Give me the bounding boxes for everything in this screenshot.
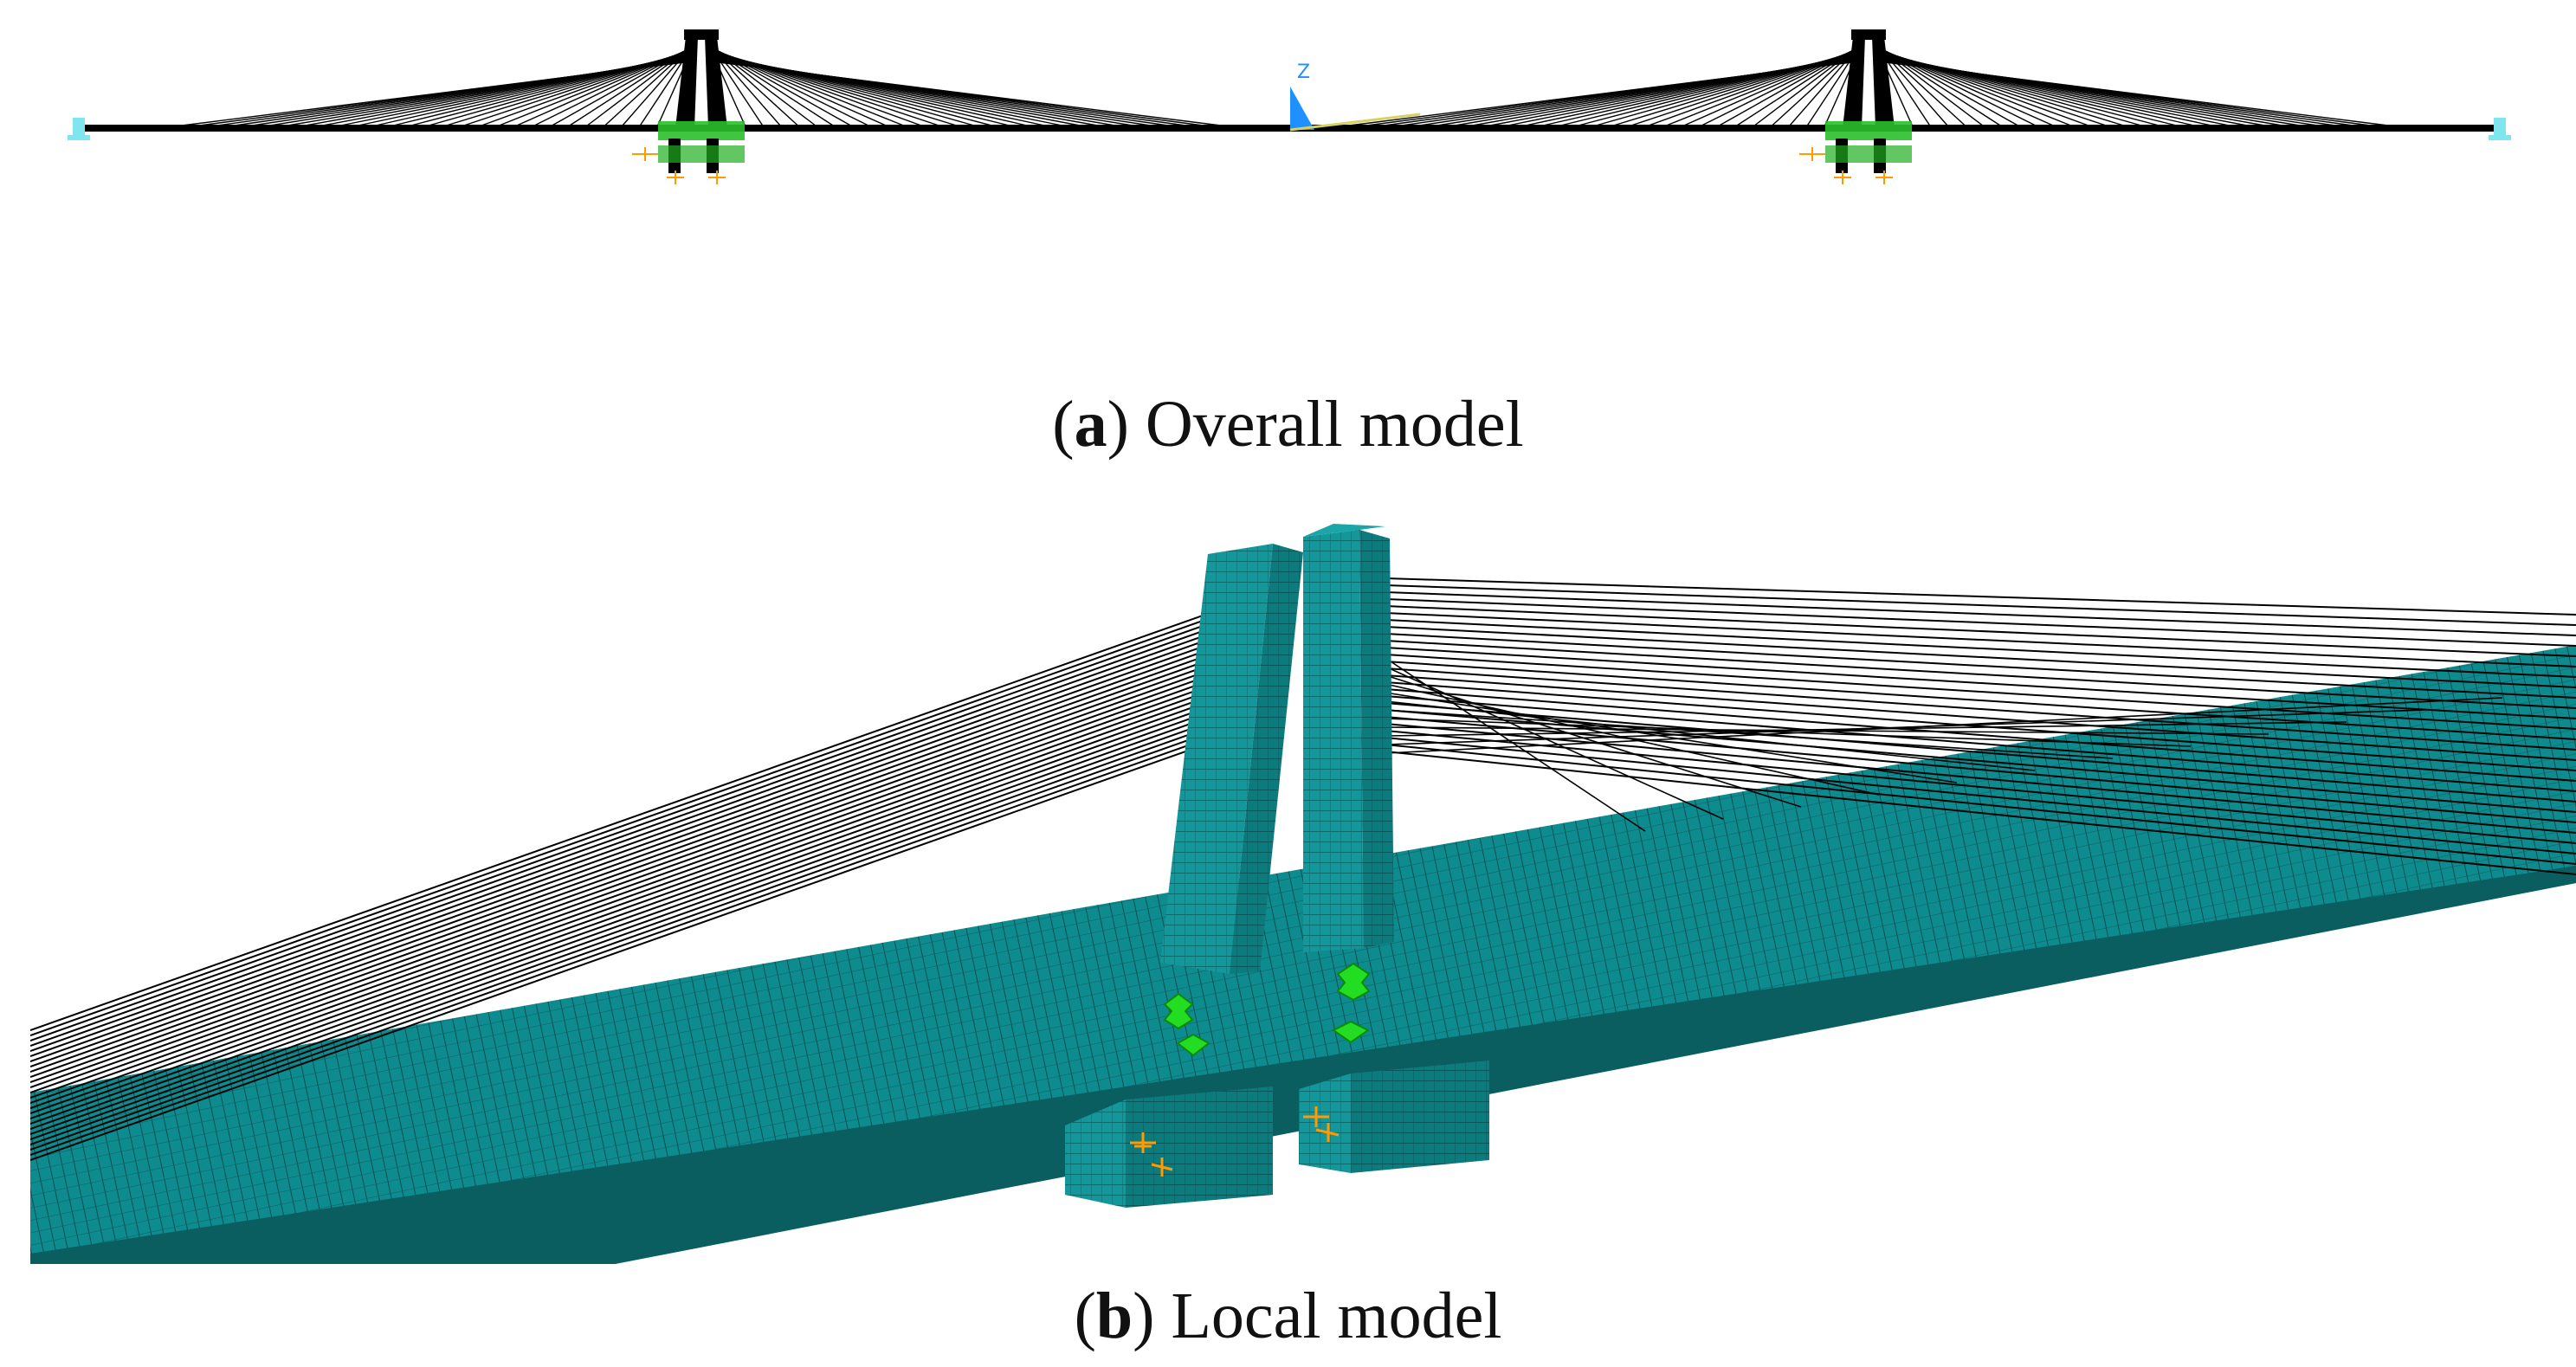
stay-cable xyxy=(1385,692,1958,783)
stay-cable xyxy=(30,652,1230,1078)
stay-cable xyxy=(1385,688,2576,782)
pylon-leg xyxy=(705,36,727,128)
stay-cable xyxy=(1385,667,2576,751)
stay-cable xyxy=(1385,697,2503,754)
support-block xyxy=(658,145,745,163)
stay-cable xyxy=(181,60,697,126)
stay-cable xyxy=(30,693,1230,1119)
stay-cable xyxy=(30,704,1230,1130)
stay-cable xyxy=(1385,702,2576,803)
stay-cable xyxy=(30,636,1230,1062)
stay-cable xyxy=(1348,60,1864,126)
stay-cable xyxy=(30,631,1230,1057)
stay-cable xyxy=(1385,695,2576,792)
constraint-mark xyxy=(1799,147,1825,161)
stay-cable xyxy=(1385,674,1802,808)
stay-cable xyxy=(1385,730,2576,844)
pylon-right-leg xyxy=(1303,524,1394,952)
stay-cable xyxy=(1385,633,2576,699)
caption-local-model: (b) Local model xyxy=(1074,1280,1502,1352)
stay-cable xyxy=(30,626,1230,1052)
stay-cable xyxy=(1873,60,2389,126)
local-model-drawing xyxy=(30,524,2576,1264)
stay-cable xyxy=(1385,744,2576,865)
stay-cable xyxy=(30,616,1230,1041)
stay-cable xyxy=(30,647,1230,1073)
stay-cable xyxy=(1385,709,2114,759)
stay-cable xyxy=(1385,640,2576,709)
pylon-leg xyxy=(1843,36,1865,128)
pier-constraints xyxy=(1130,1106,1340,1177)
stay-cable xyxy=(30,699,1230,1125)
pylons-overall xyxy=(632,29,1912,184)
bearing-supports xyxy=(1163,962,1371,1057)
stay-cable xyxy=(1385,751,2576,875)
stay-cable xyxy=(30,735,1230,1161)
stay-cable xyxy=(706,60,1222,126)
stay-cable xyxy=(30,678,1230,1104)
stay-cable xyxy=(1385,737,2576,854)
stay-cable xyxy=(1385,612,2576,667)
stay-cable xyxy=(1385,723,2576,834)
stay-cable xyxy=(1385,584,2576,626)
stay-cable xyxy=(30,714,1230,1140)
stay-cable xyxy=(30,730,1230,1156)
stay-cable xyxy=(1385,681,2576,771)
stay-cable xyxy=(30,683,1230,1109)
stay-cable xyxy=(30,621,1230,1047)
stay-cable xyxy=(1385,598,2576,647)
stay-cable xyxy=(30,725,1230,1151)
stay-cable xyxy=(1385,709,2576,813)
stay-cables-overall xyxy=(181,39,2389,126)
support-block xyxy=(1825,121,1912,140)
pylon-leg xyxy=(675,36,698,128)
stay-cable xyxy=(30,688,1230,1114)
stay-cable xyxy=(1385,683,1880,796)
stay-cable xyxy=(30,719,1230,1145)
constraint-mark xyxy=(1834,171,1893,184)
stay-cable xyxy=(1385,666,1724,820)
pier-left xyxy=(1065,1087,1273,1208)
constraint-mark xyxy=(667,171,726,184)
pier-right xyxy=(1299,1061,1489,1173)
stay-cable xyxy=(30,673,1230,1099)
caption-overall-model: (a) Overall model xyxy=(1052,388,1524,461)
stay-cable xyxy=(1385,591,2576,636)
stay-cables-local xyxy=(30,577,2576,1161)
stay-cable xyxy=(30,667,1230,1093)
coordinate-triad: Z xyxy=(1289,61,1421,132)
stay-cable xyxy=(1385,605,2576,657)
stay-cable xyxy=(30,642,1230,1067)
stay-cable xyxy=(30,605,1230,1031)
deck-edge xyxy=(30,866,2576,1264)
constraint-mark xyxy=(632,147,658,161)
stay-cable xyxy=(1385,619,2576,678)
stay-cable xyxy=(30,657,1230,1083)
stay-cable xyxy=(30,662,1230,1088)
stay-cable xyxy=(1385,647,2576,719)
stay-cable xyxy=(1385,700,2036,771)
stay-cable xyxy=(1385,716,2576,823)
support-block xyxy=(658,121,745,140)
constraint-marks xyxy=(632,147,726,184)
pylon-left-leg xyxy=(1160,544,1303,974)
stay-cable xyxy=(1385,674,2576,761)
right-end-support xyxy=(2489,118,2511,140)
stay-cable xyxy=(1385,577,2576,616)
stay-cable xyxy=(30,610,1230,1036)
overall-model-drawing: Z xyxy=(68,29,2511,184)
stay-cable xyxy=(1385,661,2576,740)
pylon-leg xyxy=(1872,36,1895,128)
support-block xyxy=(1825,145,1912,163)
stay-cable xyxy=(1385,626,2576,688)
stay-cable xyxy=(1385,718,2192,747)
stay-cable xyxy=(30,709,1230,1135)
left-end-support xyxy=(68,118,90,140)
constraint-marks xyxy=(1799,147,1893,184)
pylon xyxy=(1799,29,1912,184)
triad-z-label: Z xyxy=(1297,61,1310,83)
pylon xyxy=(632,29,745,184)
stay-cable xyxy=(1385,654,2576,730)
